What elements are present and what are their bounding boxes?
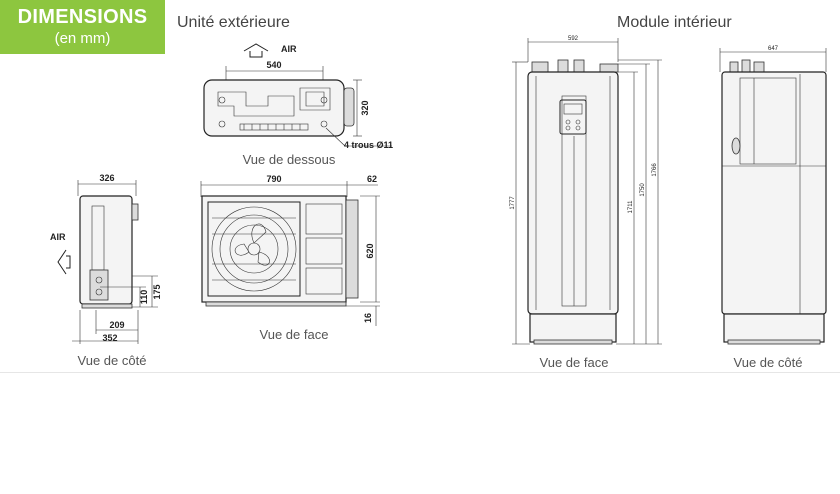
side-bottom-b-dim: 352: [102, 333, 117, 343]
dimensions-badge: DIMENSIONS (en mm): [0, 0, 165, 54]
indoor-h4-dim: 1711: [628, 200, 634, 214]
display-screen: [563, 103, 583, 115]
indoor-h1-dim: 1777: [510, 196, 516, 210]
front-foot-dim: 16: [363, 313, 373, 323]
bottom-depth-dim: 320: [360, 100, 370, 115]
air-arrow-left-icon: [57, 249, 71, 275]
indoor-front-caption: Vue de face: [540, 355, 609, 370]
air-side-label: AIR: [50, 232, 66, 242]
holes-note: 4 trous Ø11: [344, 140, 393, 150]
outdoor-bottom-body: [203, 79, 345, 137]
indoor-module-title: Module intérieur: [617, 14, 732, 31]
front-height-dim: 620: [365, 243, 375, 258]
outdoor-bottom-view: AIR 540 320 4 trous Ø11 Vue de dessous: [203, 43, 393, 167]
indoor-h3-dim: 1750: [640, 183, 646, 197]
front-depth-dim: 62: [367, 174, 377, 184]
bottom-view-caption: Vue de dessous: [243, 152, 336, 167]
side-bottom-a-dim: 209: [109, 320, 124, 330]
outdoor-front-view: 790 62 620 16 Vue de face: [200, 174, 380, 342]
indoor-h2-dim: 1766: [652, 163, 658, 177]
air-top-label: AIR: [281, 44, 297, 54]
indoor-side-body: [721, 71, 827, 315]
side-h-b-dim: 175: [152, 284, 162, 299]
indoor-front-view: 592 1777 1766 1750 1711 Vue de face: [510, 36, 662, 370]
side-h-a-dim: 110: [139, 290, 149, 305]
bottom-separator: [0, 372, 840, 373]
side-top-dim: 326: [99, 173, 114, 183]
badge-subtitle: (en mm): [54, 30, 111, 47]
badge-title: DIMENSIONS: [17, 6, 148, 28]
fan-icon: [211, 206, 297, 292]
front-view-caption: Vue de face: [260, 327, 329, 342]
indoor-side-width-dim: 647: [768, 46, 779, 52]
outdoor-side-view: 326 AIR 110 175 209 352 Vue de côté: [50, 173, 162, 368]
indoor-front-base: [529, 313, 617, 343]
fan-grille: [207, 201, 301, 297]
bottom-width-dim: 540: [266, 60, 281, 70]
indoor-front-body: [527, 71, 619, 315]
indoor-side-caption: Vue de côté: [734, 355, 803, 370]
indoor-side-base: [723, 313, 825, 343]
indoor-side-view: 647 Vue de côté: [719, 46, 827, 370]
air-arrow-up-icon: [243, 43, 269, 58]
outdoor-unit-title: Unité extérieure: [177, 14, 290, 31]
indoor-width-dim: 592: [568, 36, 579, 42]
side-view-caption: Vue de côté: [78, 353, 147, 368]
outdoor-front-body: [201, 195, 347, 303]
control-panel: [559, 99, 587, 135]
front-width-dim: 790: [266, 174, 281, 184]
